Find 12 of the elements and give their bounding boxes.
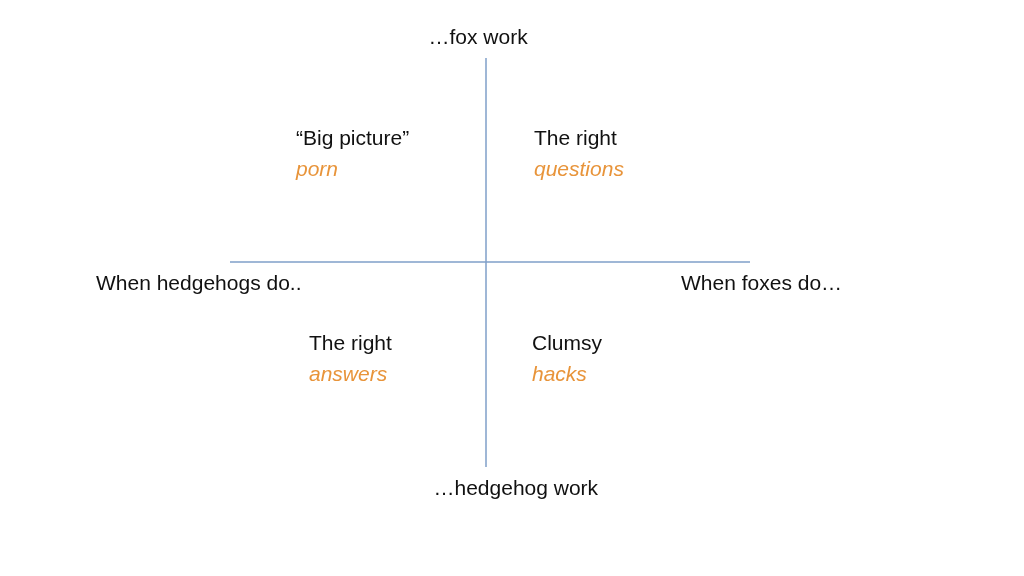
quadrant-subtitle: hacks — [532, 361, 587, 387]
quadrant-title: Clumsy — [532, 330, 602, 356]
quadrant-title: The right — [534, 125, 617, 151]
axis-label: …hedgehog work — [433, 475, 599, 501]
axis-label: When foxes do… — [681, 270, 843, 296]
quadrant-subtitle: answers — [309, 361, 388, 387]
axis-label: When hedgehogs do.. — [96, 270, 302, 296]
quadrant-subtitle: questions — [534, 156, 624, 182]
quadrant-title: The right — [309, 330, 392, 356]
quadrant-subtitle: porn — [296, 156, 339, 182]
quadrant-title: “Big picture” — [296, 125, 410, 151]
axis-label: …fox work — [428, 24, 528, 50]
